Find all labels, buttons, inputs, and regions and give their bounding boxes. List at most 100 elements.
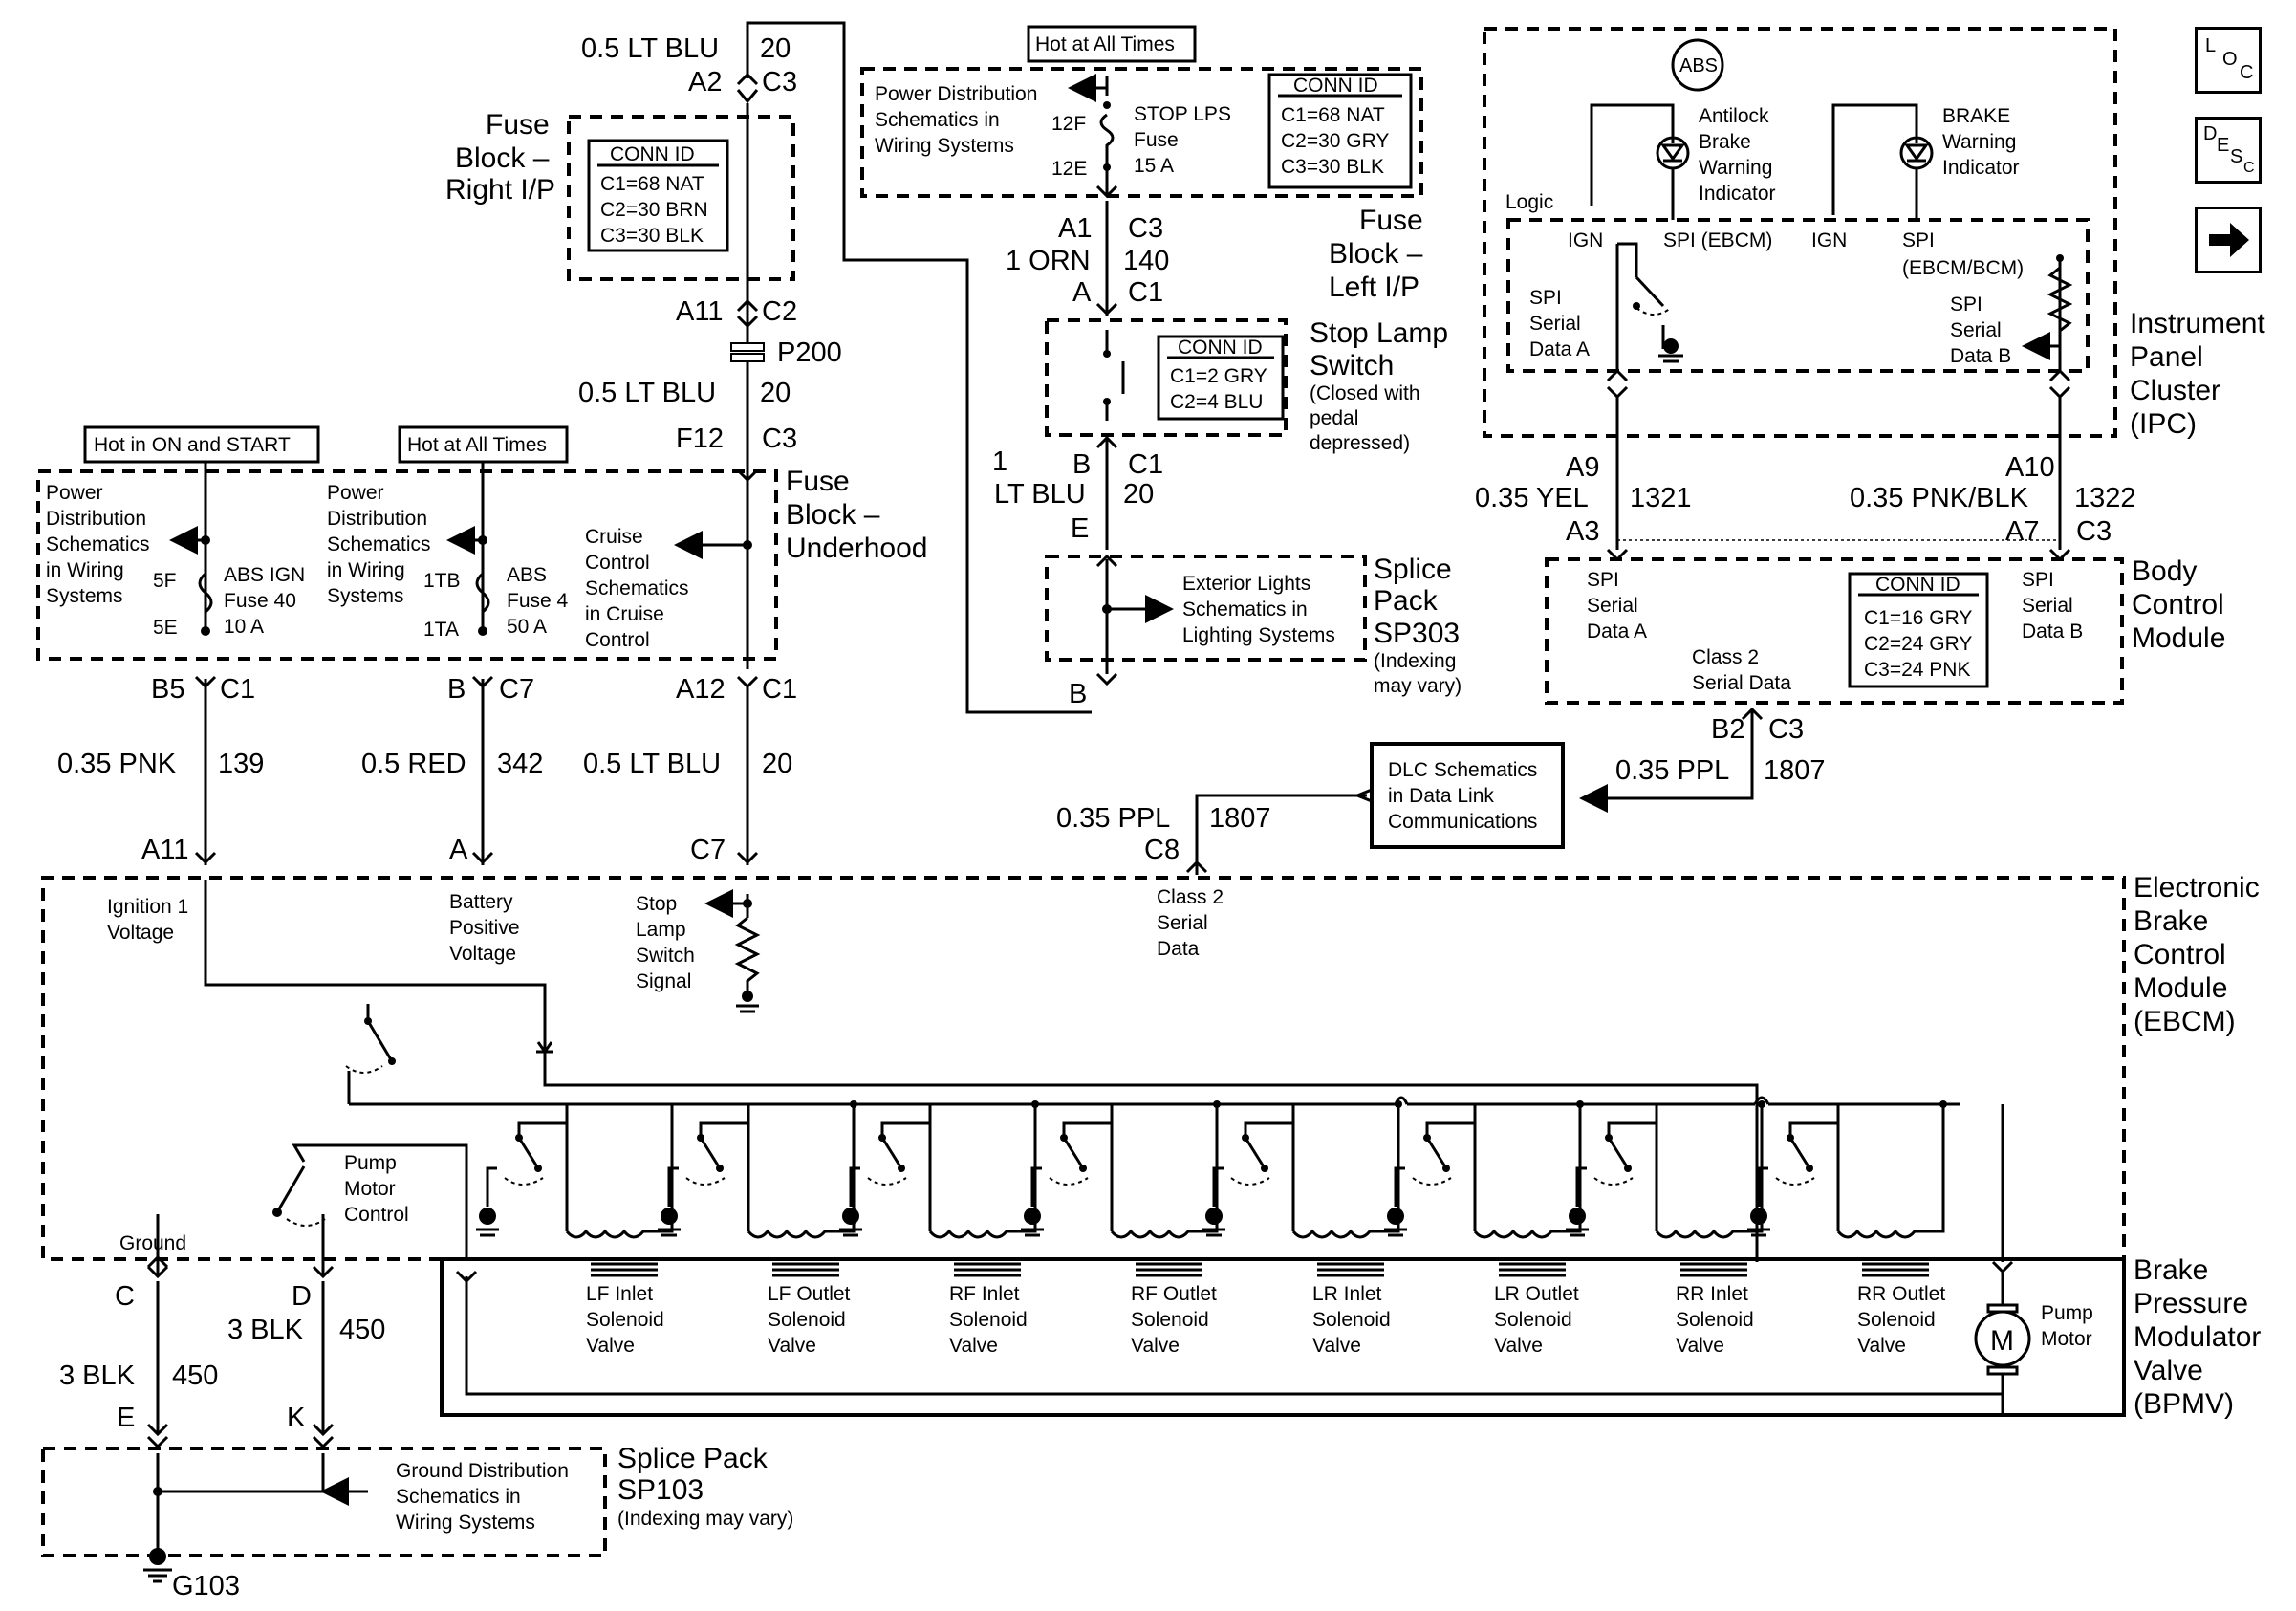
bcm-spi-a-3: Data A	[1587, 620, 1647, 642]
wire-ppl-1: 0.35 PPL	[1615, 755, 1729, 786]
pin-c2: C2	[762, 296, 797, 327]
pin-12e: 12E	[1051, 158, 1087, 180]
splice-pack-sp303-box	[1045, 555, 1367, 662]
ipc-abs-2: Brake	[1699, 131, 1751, 153]
sls-sig-2: Lamp	[636, 919, 686, 941]
ign-b: IGN	[1811, 229, 1847, 251]
description-button[interactable]: D E S C	[2195, 117, 2262, 184]
wire-ppl-1-num: 1807	[1764, 755, 1826, 786]
abs-fuse4-3: 50 A	[507, 616, 547, 638]
sls-title-2: Switch	[1310, 350, 1394, 381]
valve-7-label-2: Solenoid	[1676, 1309, 1754, 1331]
class2-ebcm-2: Serial	[1157, 912, 1208, 934]
wire-ltblu-3-num: 20	[762, 749, 792, 779]
valve-5-label-3: Valve	[1312, 1335, 1361, 1357]
ign-a: IGN	[1568, 229, 1603, 251]
dlc-schematics-box[interactable]	[1370, 742, 1565, 849]
wire-ppl-2-num: 1807	[1209, 803, 1271, 834]
pin-1ta: 1TA	[423, 619, 459, 641]
abs-ign-1: ABS IGN	[224, 564, 305, 586]
valve-3-label-3: Valve	[949, 1335, 998, 1357]
pin-c3-top: C3	[762, 67, 797, 98]
bpmv-title-5: (BPMV)	[2134, 1388, 2234, 1420]
wire-blk-1: 3 BLK	[59, 1361, 136, 1391]
pds1-line-2: Distribution	[46, 508, 146, 530]
bpmv-title-4: Valve	[2134, 1355, 2203, 1386]
bpmv-title-3: Modulator	[2134, 1321, 2261, 1353]
p200-label: P200	[777, 337, 842, 368]
wire-pnkblk-num: 1322	[2074, 483, 2136, 513]
pds-left-2: Schematics in	[875, 109, 1000, 131]
pin-k-gnd: K	[287, 1403, 306, 1433]
location-button[interactable]: L O C	[2195, 27, 2262, 94]
fb-right-conn-3: C3=30 BLK	[600, 225, 704, 247]
pump-motor-1: Pump	[2041, 1302, 2093, 1324]
valve-6-label-3: Valve	[1494, 1335, 1543, 1357]
pin-e-sp303: E	[1071, 513, 1089, 544]
pin-a3: A3	[1566, 516, 1599, 547]
sp303-title-2: Pack	[1374, 585, 1439, 617]
sls-conn-1: C1=2 GRY	[1170, 365, 1267, 387]
ipc-box	[1483, 27, 2117, 438]
fuse-block-right-ip-box	[567, 115, 795, 281]
conn-id-left: CONN ID	[1293, 75, 1378, 97]
ipc-brake-1: BRAKE	[1942, 105, 2010, 127]
g103-label: G103	[172, 1571, 240, 1601]
pin-c7-b: C7	[499, 674, 534, 705]
pds-left-1: Power Distribution	[875, 83, 1037, 105]
pin-12f: 12F	[1051, 113, 1086, 135]
sp103-title-1: Splice Pack	[617, 1443, 769, 1474]
loc-letter-c: C	[2240, 62, 2254, 83]
pin-a11-ebcm: A11	[141, 835, 188, 865]
bcm-class2-2: Serial Data	[1692, 672, 1791, 694]
hot-all-times-1: Hot at All Times	[407, 434, 547, 456]
fb-left-title-3: Left I/P	[1329, 272, 1419, 303]
ipc-inner-box	[1506, 218, 2090, 373]
pump-ctrl-2: Motor	[344, 1178, 396, 1200]
pin-c-gnd: C	[115, 1281, 135, 1312]
fb-left-title-2: Block –	[1329, 238, 1423, 270]
pin-a11-top: A11	[676, 296, 723, 327]
valve-5-label-2: Solenoid	[1312, 1309, 1391, 1331]
wire-ltblu-2-num: 20	[760, 378, 791, 408]
ipc-brake-3: Indicator	[1942, 157, 2020, 179]
cruise-2: Control	[585, 552, 650, 574]
fb-left-title-1: Fuse	[1359, 205, 1423, 236]
ebcm-title-5: (EBCM)	[2134, 1006, 2236, 1037]
fb-left-conn-3: C3=30 BLK	[1281, 156, 1384, 178]
pin-a10: A10	[2005, 452, 2055, 483]
ign1-1: Ignition 1	[107, 896, 188, 918]
sls-note-1: (Closed with	[1310, 382, 1420, 404]
cruise-1: Cruise	[585, 526, 643, 548]
next-page-button[interactable]	[2195, 207, 2262, 273]
valve-7-label-3: Valve	[1676, 1335, 1724, 1357]
ipc-abs-4: Indicator	[1699, 183, 1776, 205]
hot-on-start-label: Hot in ON and START	[94, 434, 291, 456]
valve-3-label-1: RF Inlet	[949, 1283, 1020, 1305]
pin-c8: C8	[1144, 835, 1180, 865]
pin-c1-sw: C1	[1128, 277, 1163, 308]
p200-connector	[730, 342, 765, 362]
sp303-note-1: (Indexing	[1374, 650, 1456, 672]
valve-2-label-1: LF Outlet	[768, 1283, 851, 1305]
cruise-3: Schematics	[585, 577, 689, 599]
wire-ltblu-2: 0.5 LT BLU	[578, 378, 716, 408]
pin-c1-sw2: C1	[1128, 449, 1163, 480]
dlc-2: in Data Link	[1388, 785, 1494, 807]
valve-4-label-2: Solenoid	[1131, 1309, 1209, 1331]
batt-3: Voltage	[449, 943, 516, 965]
bpmv-title-2: Pressure	[2134, 1288, 2248, 1319]
stop-lamp-switch-box	[1045, 318, 1288, 437]
stop-lps-2: Fuse	[1134, 129, 1179, 151]
valve-4-label-3: Valve	[1131, 1335, 1180, 1357]
stop-lps-1: STOP LPS	[1134, 103, 1231, 125]
bcm-conn-1: C1=16 GRY	[1864, 607, 1972, 629]
pin-c1-b5: C1	[220, 674, 255, 705]
pds2-line-2: Distribution	[327, 508, 427, 530]
navigation-buttons: L O C D E S C	[2195, 27, 2265, 296]
motor-m-letter: M	[1990, 1325, 2014, 1357]
wire-pnkblk: 0.35 PNK/BLK	[1850, 483, 2029, 513]
